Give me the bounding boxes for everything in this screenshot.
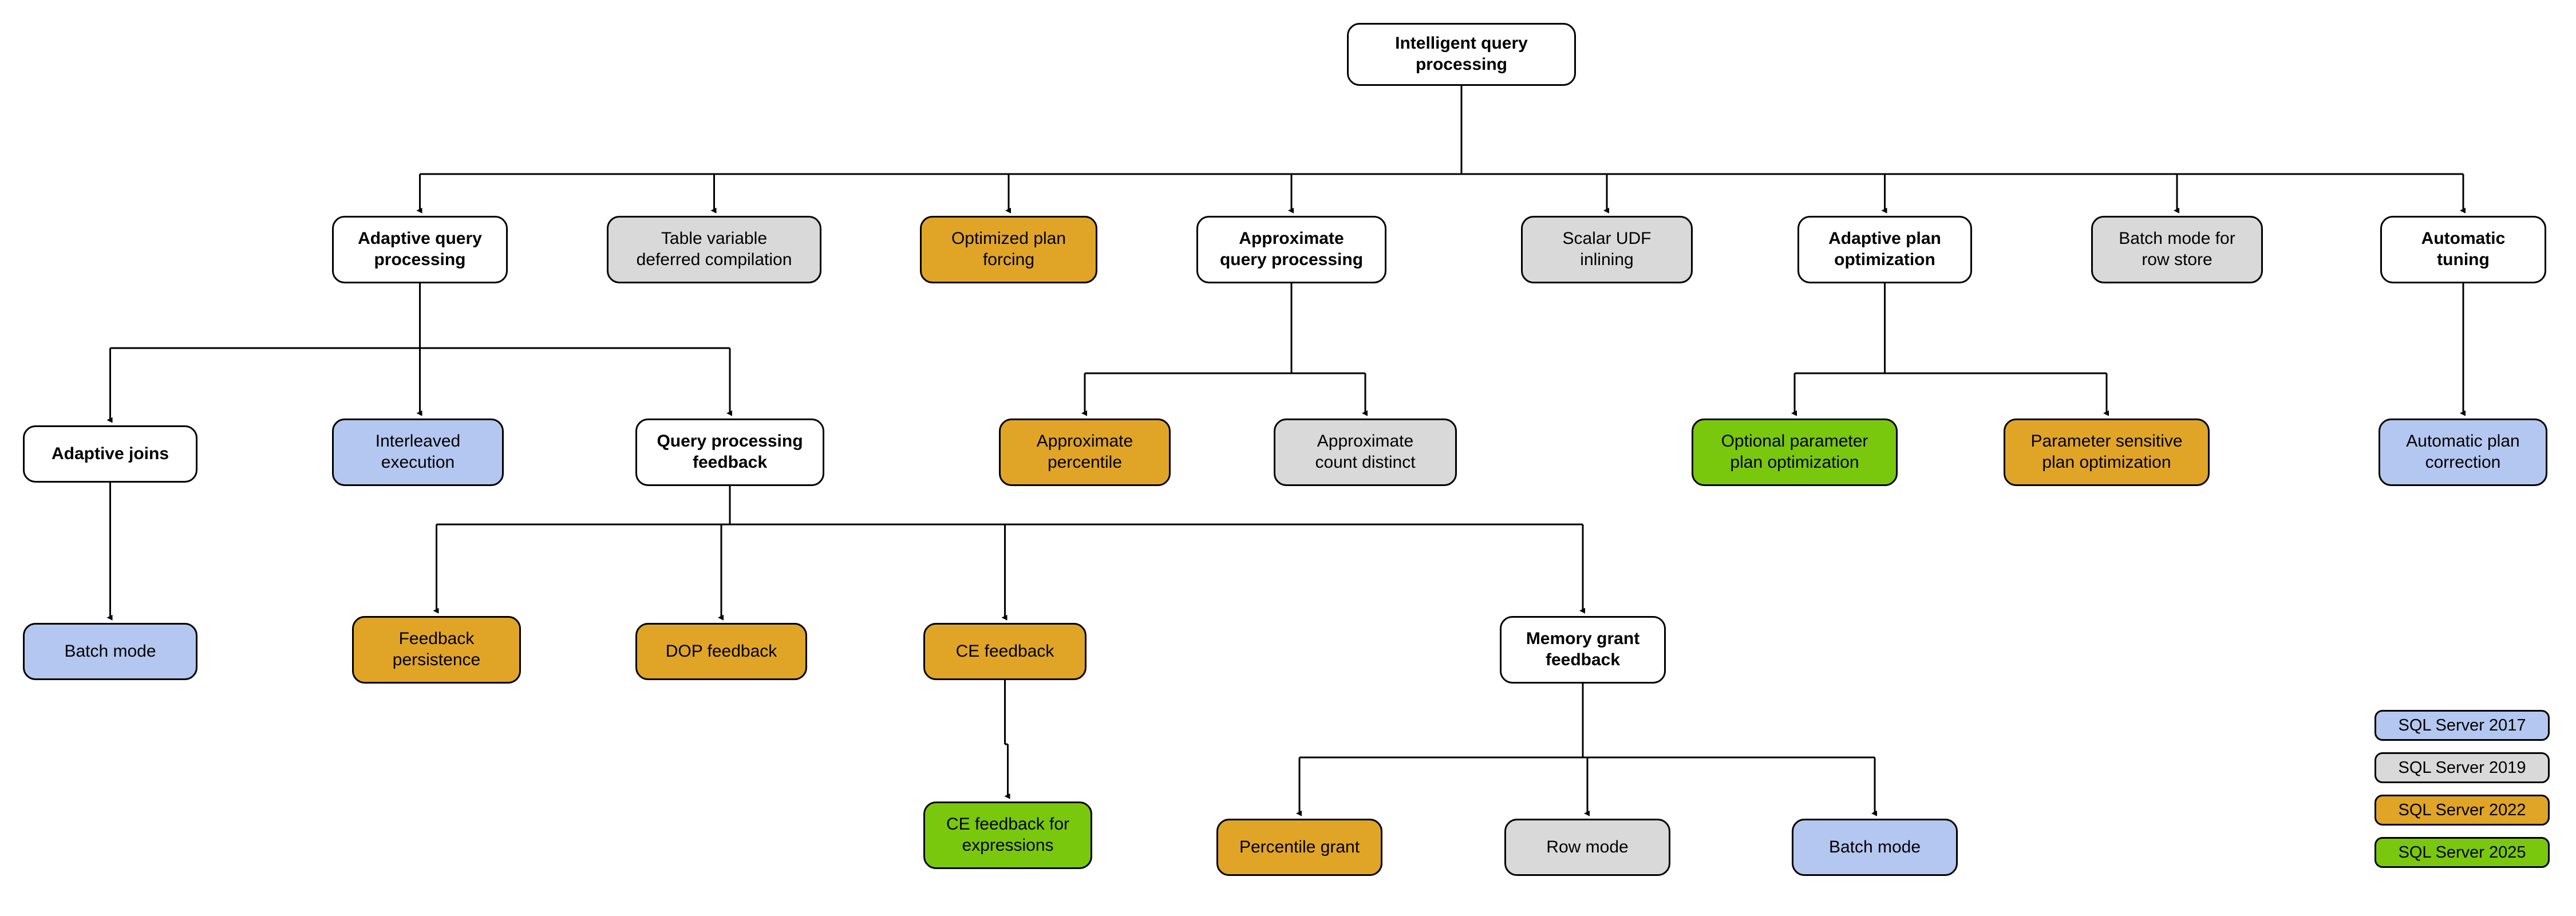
node-adaptivejoins[interactable]: Adaptive joins [23, 425, 197, 483]
node-aqp[interactable]: Adaptive query processing [332, 216, 508, 283]
node-bmrs[interactable]: Batch mode for row store [2091, 216, 2263, 283]
node-oppo[interactable]: Optional parameter plan optimization [1692, 418, 1898, 486]
legend-item-sql-server-2022: SQL Server 2022 [2374, 795, 2550, 826]
node-opf[interactable]: Optimized plan forcing [920, 216, 1097, 283]
node-apc[interactable]: Automatic plan correction [2379, 418, 2547, 486]
node-interleaved[interactable]: Interleaved execution [332, 418, 504, 486]
legend-item-sql-server-2019: SQL Server 2019 [2374, 752, 2550, 783]
node-batchmode2[interactable]: Batch mode [1792, 819, 1958, 876]
node-udf[interactable]: Scalar UDF inlining [1521, 216, 1693, 283]
legend-item-sql-server-2025: SQL Server 2025 [2374, 837, 2550, 868]
node-root[interactable]: Intelligent query processing [1347, 23, 1576, 86]
node-batchmode1[interactable]: Batch mode [23, 623, 197, 680]
node-psp[interactable]: Parameter sensitive plan optimization [2004, 418, 2210, 486]
node-approxpct[interactable]: Approximate percentile [999, 418, 1171, 486]
node-autotune[interactable]: Automatic tuning [2380, 216, 2546, 283]
node-fbpersist[interactable]: Feedback persistence [352, 616, 521, 684]
node-approxcd[interactable]: Approximate count distinct [1274, 418, 1457, 486]
node-tvdc[interactable]: Table variable deferred compilation [607, 216, 821, 283]
node-qpf[interactable]: Query processing feedback [635, 418, 824, 486]
legend-item-sql-server-2017: SQL Server 2017 [2374, 710, 2550, 741]
node-cefb[interactable]: CE feedback [923, 623, 1086, 680]
node-mgf[interactable]: Memory grant feedback [1500, 616, 1666, 684]
node-apo[interactable]: Adaptive plan optimization [1797, 216, 1972, 283]
node-dopfb[interactable]: DOP feedback [635, 623, 807, 680]
node-rowmode[interactable]: Row mode [1504, 819, 1670, 876]
node-pctgrant[interactable]: Percentile grant [1216, 819, 1382, 876]
node-cefbexpr[interactable]: CE feedback for expressions [923, 802, 1092, 869]
node-apq[interactable]: Approximate query processing [1196, 216, 1386, 283]
